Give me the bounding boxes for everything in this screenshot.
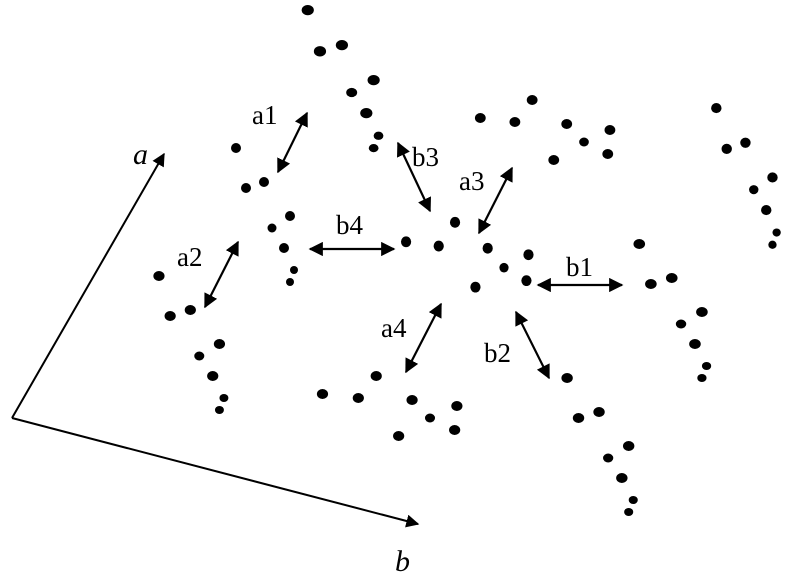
arrow-b2 (515, 310, 550, 380)
contact-arrows (204, 111, 624, 380)
molecule-right (633, 239, 712, 382)
axis-b (11, 417, 420, 528)
arrow-a1 (277, 111, 308, 174)
molecule-top (301, 4, 384, 153)
molecule-left-lower (153, 271, 229, 414)
arrow-a4 (405, 302, 442, 374)
label-b1: b1 (566, 252, 593, 282)
arrow-b3 (397, 141, 431, 213)
label-b4: b4 (336, 210, 364, 240)
arrow-a2 (204, 240, 239, 309)
label-b3: b3 (412, 142, 439, 172)
molecule-upper-center (474, 95, 616, 165)
label-a3: a3 (459, 166, 484, 196)
label-a4: a4 (381, 313, 407, 343)
axis-b-label: b (395, 545, 410, 578)
molecule-lower-center (316, 371, 463, 441)
molecule-left-upper (231, 143, 298, 286)
molecule-center (400, 216, 534, 293)
label-a1: a1 (252, 100, 277, 130)
label-a2: a2 (177, 242, 202, 272)
label-b2: b2 (484, 338, 511, 368)
axis-a-label: a (133, 138, 148, 171)
axis-a (11, 152, 165, 419)
arrow-a3 (478, 166, 513, 235)
molecule-right-edge (711, 102, 781, 249)
molecule-lower-right (561, 373, 638, 516)
